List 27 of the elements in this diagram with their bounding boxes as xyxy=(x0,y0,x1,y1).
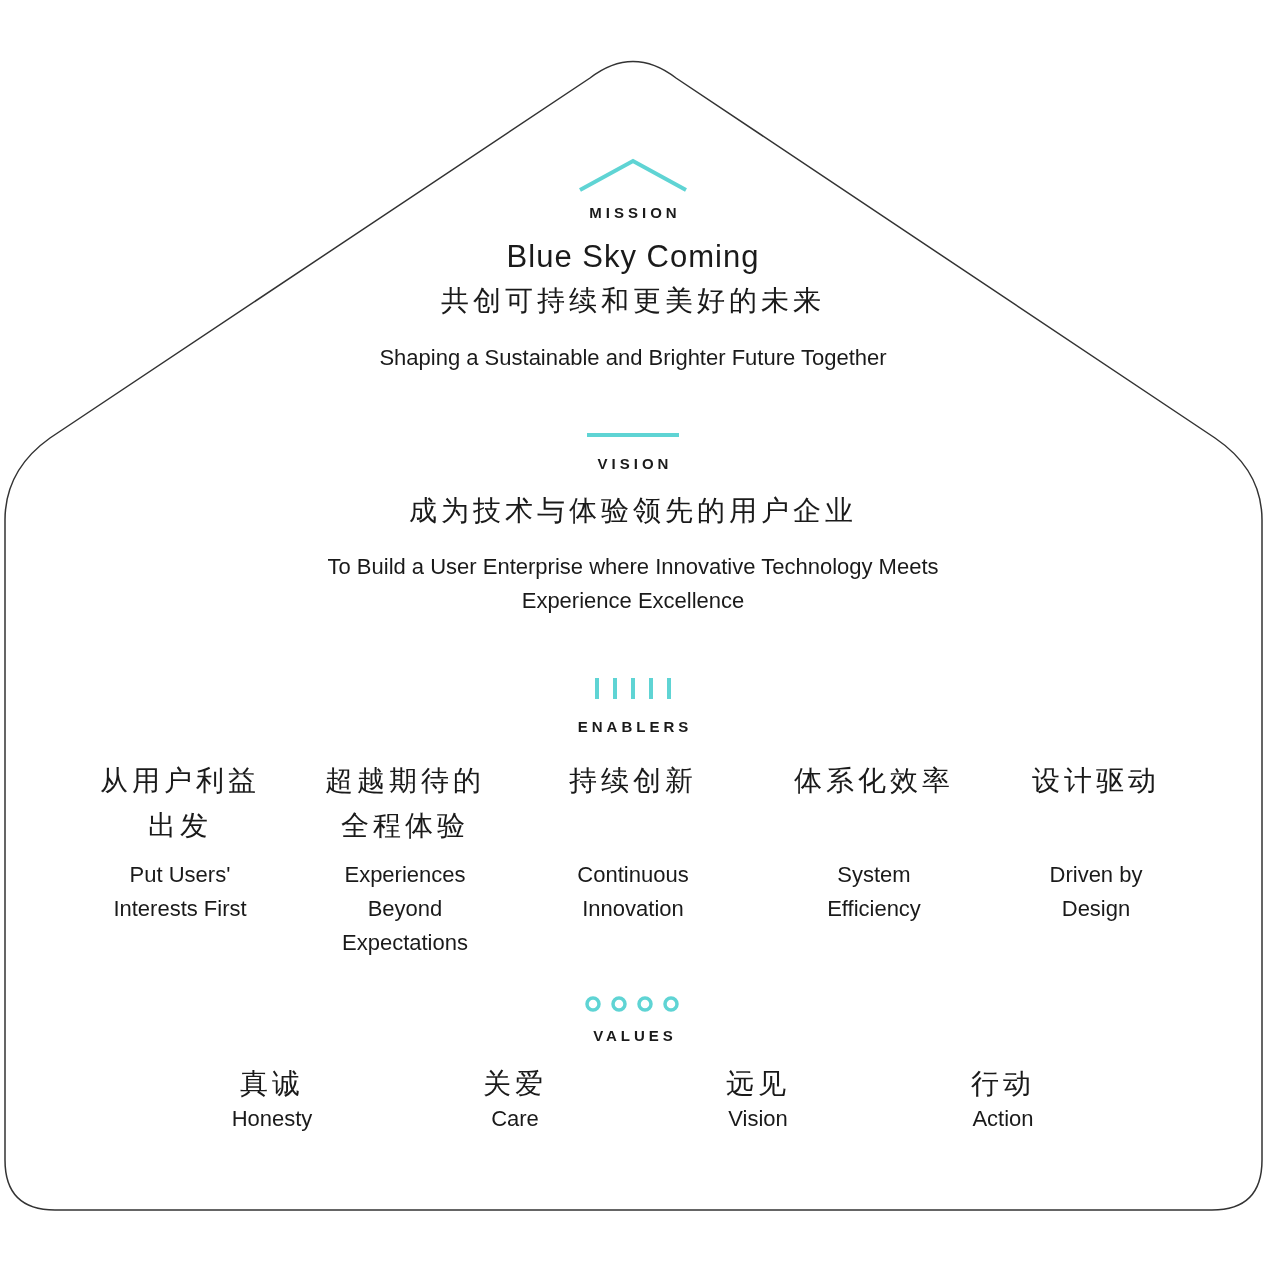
mission-title: Blue Sky Coming xyxy=(505,239,761,275)
enabler-text: Experiences Beyond Expectations xyxy=(341,861,469,957)
enabler-title: 从用户利益出发 xyxy=(99,764,261,843)
enabler-text: Driven by Design xyxy=(1048,861,1144,923)
mission-text: 共创可持续和更美好的未来 xyxy=(440,284,826,318)
value-text: Care xyxy=(490,1105,540,1133)
value-title: 远见 xyxy=(725,1067,791,1101)
vision-text: To Build a User Enterprise where Innovative Technology Meets Experience Excellence xyxy=(326,553,940,615)
vision-text: 成为技术与体验领先的用户企业 xyxy=(408,494,858,528)
mission-text: Shaping a Sustainable and Brighter Future Together xyxy=(378,344,888,372)
enabler-text: Put Users' Interests First xyxy=(112,861,248,923)
value-text: Action xyxy=(971,1105,1035,1133)
value-title: 关爱 xyxy=(482,1067,548,1101)
enabler-title: 设计驱动 xyxy=(1031,764,1161,798)
enabler-title: 体系化效率 xyxy=(793,764,955,798)
value-text: Honesty xyxy=(230,1105,314,1133)
value-title: 行动 xyxy=(970,1067,1036,1101)
enabler-title: 超越期待的全程体验 xyxy=(324,764,486,843)
section-heading: VISION xyxy=(596,454,673,474)
section-heading: VALUES xyxy=(592,1026,677,1046)
value-title: 真诚 xyxy=(239,1067,305,1101)
section-heading: ENABLERS xyxy=(576,717,693,737)
enabler-text: System Efficiency xyxy=(826,861,922,923)
value-text: Vision xyxy=(727,1105,789,1133)
enabler-title: 持续创新 xyxy=(568,764,698,798)
enabler-text: Continuous Innovation xyxy=(576,861,690,923)
section-heading: MISSION xyxy=(588,203,681,223)
